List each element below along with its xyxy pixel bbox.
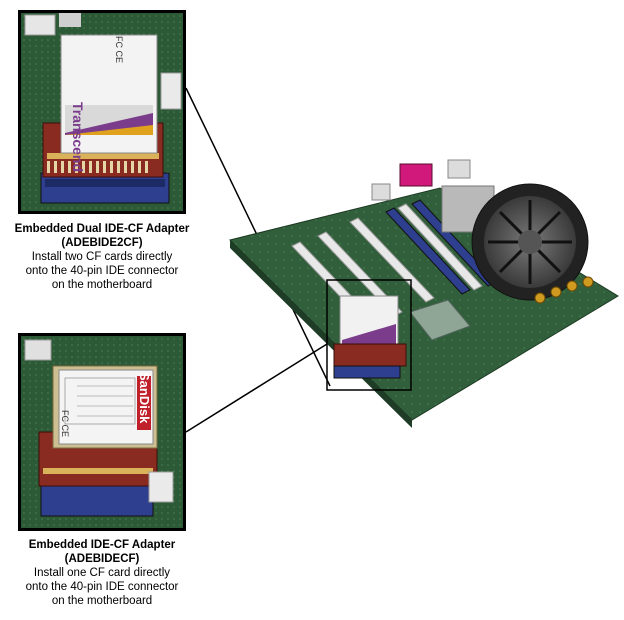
sandisk-card-marks: FC CE [60,410,70,437]
dual-adapter-desc-3: on the motherboard [51,279,153,291]
dual-adapter-model: (ADEBIDE2CF) [61,237,143,249]
single-adapter-caption: Embedded IDE-CF Adapter (ADEBIDECF) Inst… [2,538,202,608]
dual-adapter-desc-2: onto the 40-pin IDE connector [25,265,179,277]
sandisk-card-label: SanDisk [137,372,152,424]
single-adapter-title: Embedded IDE-CF Adapter [28,539,176,551]
single-adapter-desc-1: Install one CF card directly [33,567,171,579]
transcend-card-label: Transcend [70,102,86,173]
single-adapter-desc-2: onto the 40-pin IDE connector [25,581,179,593]
transcend-card-marks: FC CE [114,36,124,63]
single-adapter-desc-3: on the motherboard [51,595,153,607]
single-adapter-photo [18,333,186,531]
single-adapter-model: (ADEBIDECF) [64,553,140,565]
dual-adapter-photo [18,10,186,214]
dual-adapter-desc-1: Install two CF cards directly [31,251,173,263]
dual-adapter-caption: Embedded Dual IDE-CF Adapter (ADEBIDE2CF… [2,222,202,292]
dual-adapter-title: Embedded Dual IDE-CF Adapter [14,223,190,235]
